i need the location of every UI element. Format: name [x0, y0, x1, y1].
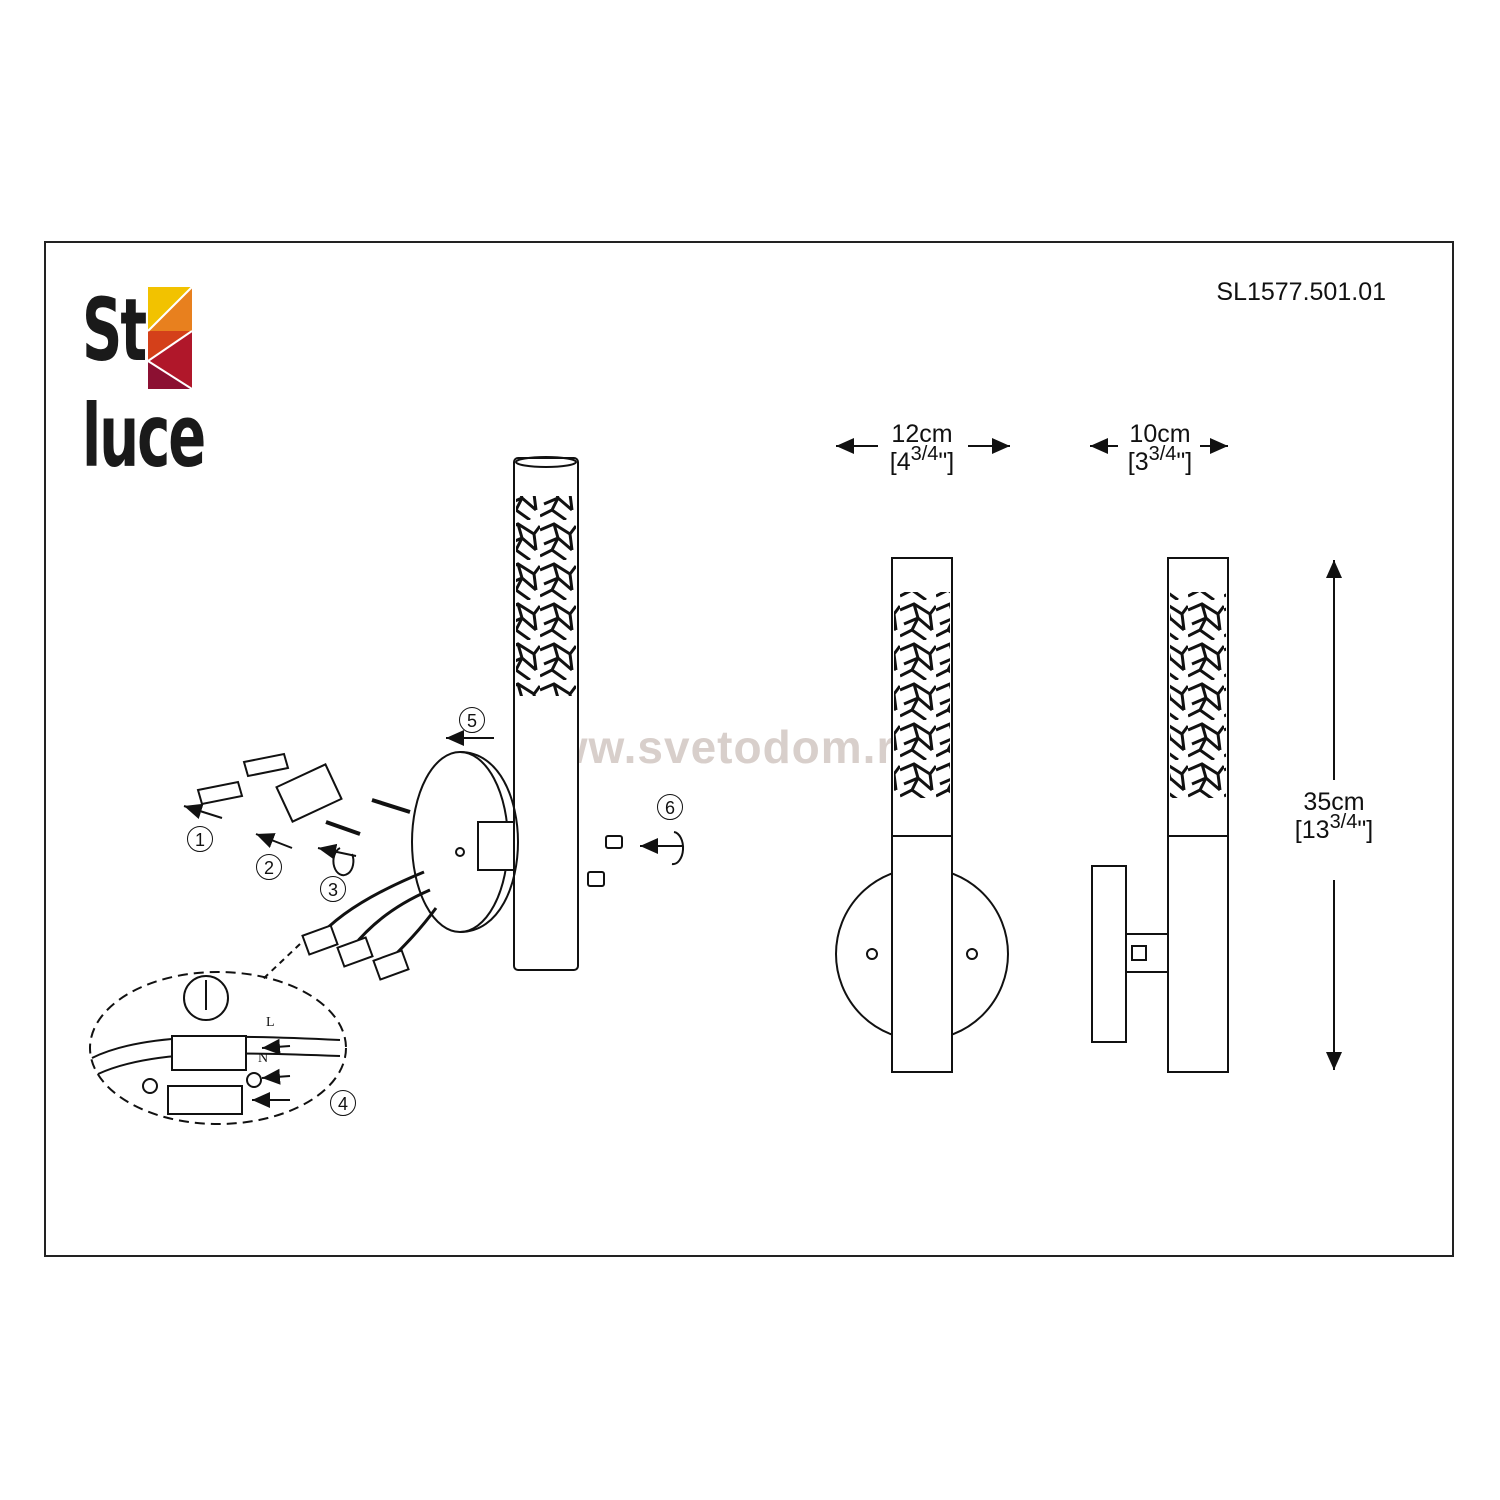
imperial-whole: [4 — [889, 448, 911, 476]
st-luce-logo: St luce — [82, 281, 206, 507]
assembly-view — [89, 456, 685, 1125]
dim-front-width-metric: 12cm — [891, 420, 953, 448]
step-1-badge: 1 — [187, 826, 213, 852]
dim-front-width-imperial: [43/4"] — [889, 443, 955, 476]
side-view — [1091, 557, 1229, 1073]
dim-height-imperial: [133/4"] — [1294, 811, 1374, 844]
imperial-fraction: 3/4 — [1329, 811, 1358, 833]
dim-height: 35cm [133/4"] — [1274, 788, 1394, 846]
dim-side-width-metric: 10cm — [1129, 420, 1191, 448]
step-6-badge: 6 — [657, 794, 683, 820]
step-3-badge: 3 — [320, 876, 346, 902]
front-view — [835, 557, 1009, 1073]
model-number: SL1577.501.01 — [1216, 278, 1386, 306]
dim-height-metric: 35cm — [1303, 788, 1365, 816]
dim-front-width: 12cm [43/4"] — [864, 420, 980, 478]
logo-text-line2: luce — [82, 387, 206, 488]
imperial-whole: [13 — [1294, 816, 1330, 844]
neutral-label: N — [258, 1051, 268, 1066]
step-2-badge: 2 — [256, 854, 282, 880]
step-4-badge: 4 — [330, 1090, 356, 1116]
logo-mark — [147, 286, 193, 390]
step-5-badge: 5 — [459, 707, 485, 733]
drawing-frame — [44, 241, 1454, 1257]
dim-side-width: 10cm [33/4"] — [1102, 420, 1218, 478]
imperial-fraction: 3/4 — [910, 443, 939, 465]
imperial-unit: "] — [938, 448, 955, 476]
imperial-whole: [3 — [1127, 448, 1149, 476]
live-label: L — [266, 1015, 275, 1030]
watermark: www.svetodom.ru — [515, 721, 925, 773]
logo-text-line1: St — [82, 281, 147, 382]
imperial-fraction: 3/4 — [1148, 443, 1177, 465]
dim-side-width-imperial: [33/4"] — [1127, 443, 1193, 476]
imperial-unit: "] — [1357, 816, 1374, 844]
imperial-unit: "] — [1176, 448, 1193, 476]
dimension-lines — [836, 438, 1342, 1070]
